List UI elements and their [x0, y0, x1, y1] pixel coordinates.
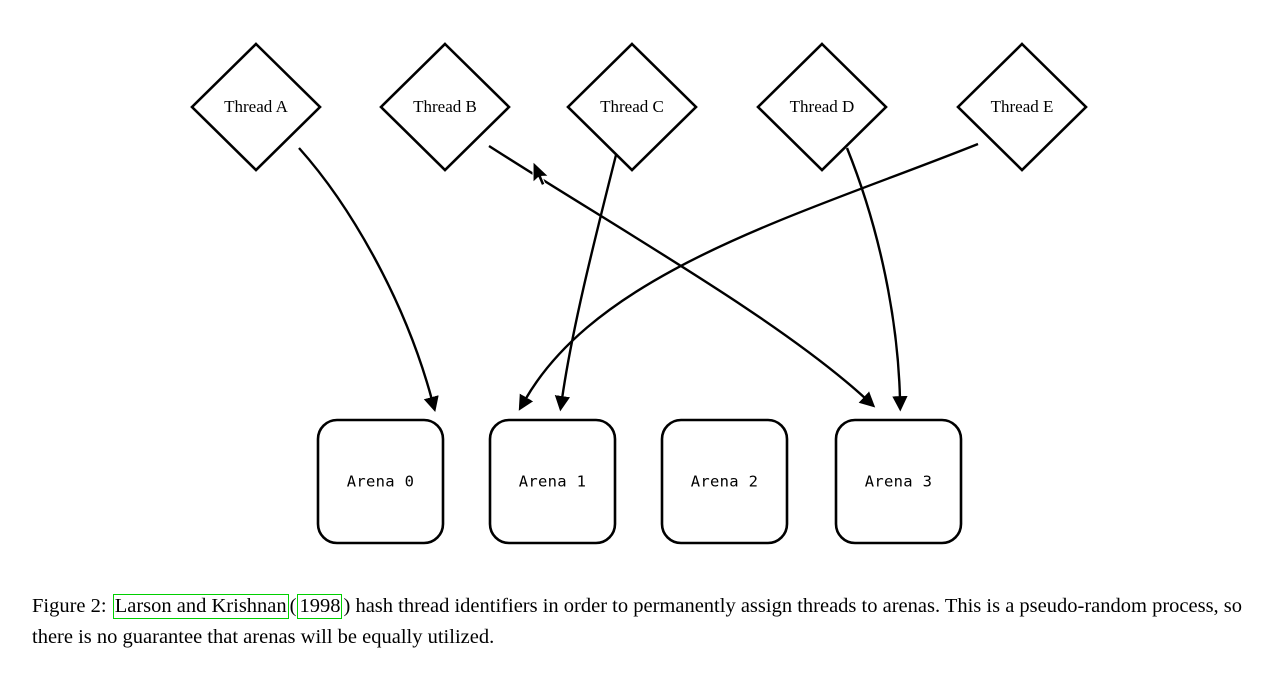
figure-caption: Figure 2: Larson and Krishnan(1998) hash…: [32, 591, 1246, 653]
diamond-shape-c: [566, 42, 698, 172]
thread-node-e[interactable]: Thread E: [956, 42, 1088, 172]
arena-node-1[interactable]: Arena 1: [488, 418, 617, 545]
thread-label-e: Thread E: [991, 97, 1054, 116]
thread-label-a: Thread A: [224, 97, 288, 116]
edge-group: [298, 142, 979, 413]
arena-box-2: [660, 418, 789, 545]
arena-label-2: Arena 2: [691, 473, 758, 491]
edge-thread-a-to-arena-0: [298, 147, 439, 413]
edge-thread-b-to-arena-3: [488, 144, 876, 408]
diamond-shape-d: [756, 42, 888, 172]
edge-thread-c-to-arena-1: [554, 154, 618, 412]
arena-box-3: [834, 418, 963, 545]
thread-node-c[interactable]: Thread C: [566, 42, 698, 172]
arena-box-0: [316, 418, 445, 545]
thread-label-c: Thread C: [600, 97, 664, 116]
thread-label-d: Thread D: [790, 97, 855, 116]
thread-node-d[interactable]: Thread D: [756, 42, 888, 172]
diamond-shape-a: [190, 42, 322, 172]
arena-label-0: Arena 0: [347, 473, 414, 491]
arena-node-2[interactable]: Arena 2: [660, 418, 789, 545]
caption-open-paren: (: [289, 595, 297, 617]
arena-node-3[interactable]: Arena 3: [834, 418, 963, 545]
caption-figure-number: Figure 2:: [32, 595, 107, 617]
edge-thread-e-to-arena-1: [518, 142, 979, 411]
thread-node-a[interactable]: Thread A: [190, 42, 322, 172]
citation-link-year[interactable]: 1998: [297, 594, 343, 619]
caption-close-paren: ): [343, 595, 351, 617]
thread-nodes: Thread A Thread B Thread C Thread D Thre…: [190, 42, 1088, 172]
thread-arena-diagram: Thread A Thread B Thread C Thread D Thre…: [190, 42, 1088, 545]
diamond-shape-b: [379, 42, 511, 172]
edge-thread-d-to-arena-3: [845, 147, 908, 412]
caption-body: hash thread identifiers in order to perm…: [32, 595, 1243, 648]
arena-label-3: Arena 3: [865, 473, 932, 491]
thread-label-b: Thread B: [413, 97, 477, 116]
arena-box-1: [488, 418, 617, 545]
citation-link-author[interactable]: Larson and Krishnan: [112, 594, 289, 619]
arena-label-1: Arena 1: [519, 473, 586, 491]
thread-node-b[interactable]: Thread B: [379, 42, 511, 172]
diamond-shape-e: [956, 42, 1088, 172]
arena-node-0[interactable]: Arena 0: [316, 418, 445, 545]
arena-nodes: Arena 0 Arena 1 Arena 2 Arena 3: [316, 418, 963, 545]
